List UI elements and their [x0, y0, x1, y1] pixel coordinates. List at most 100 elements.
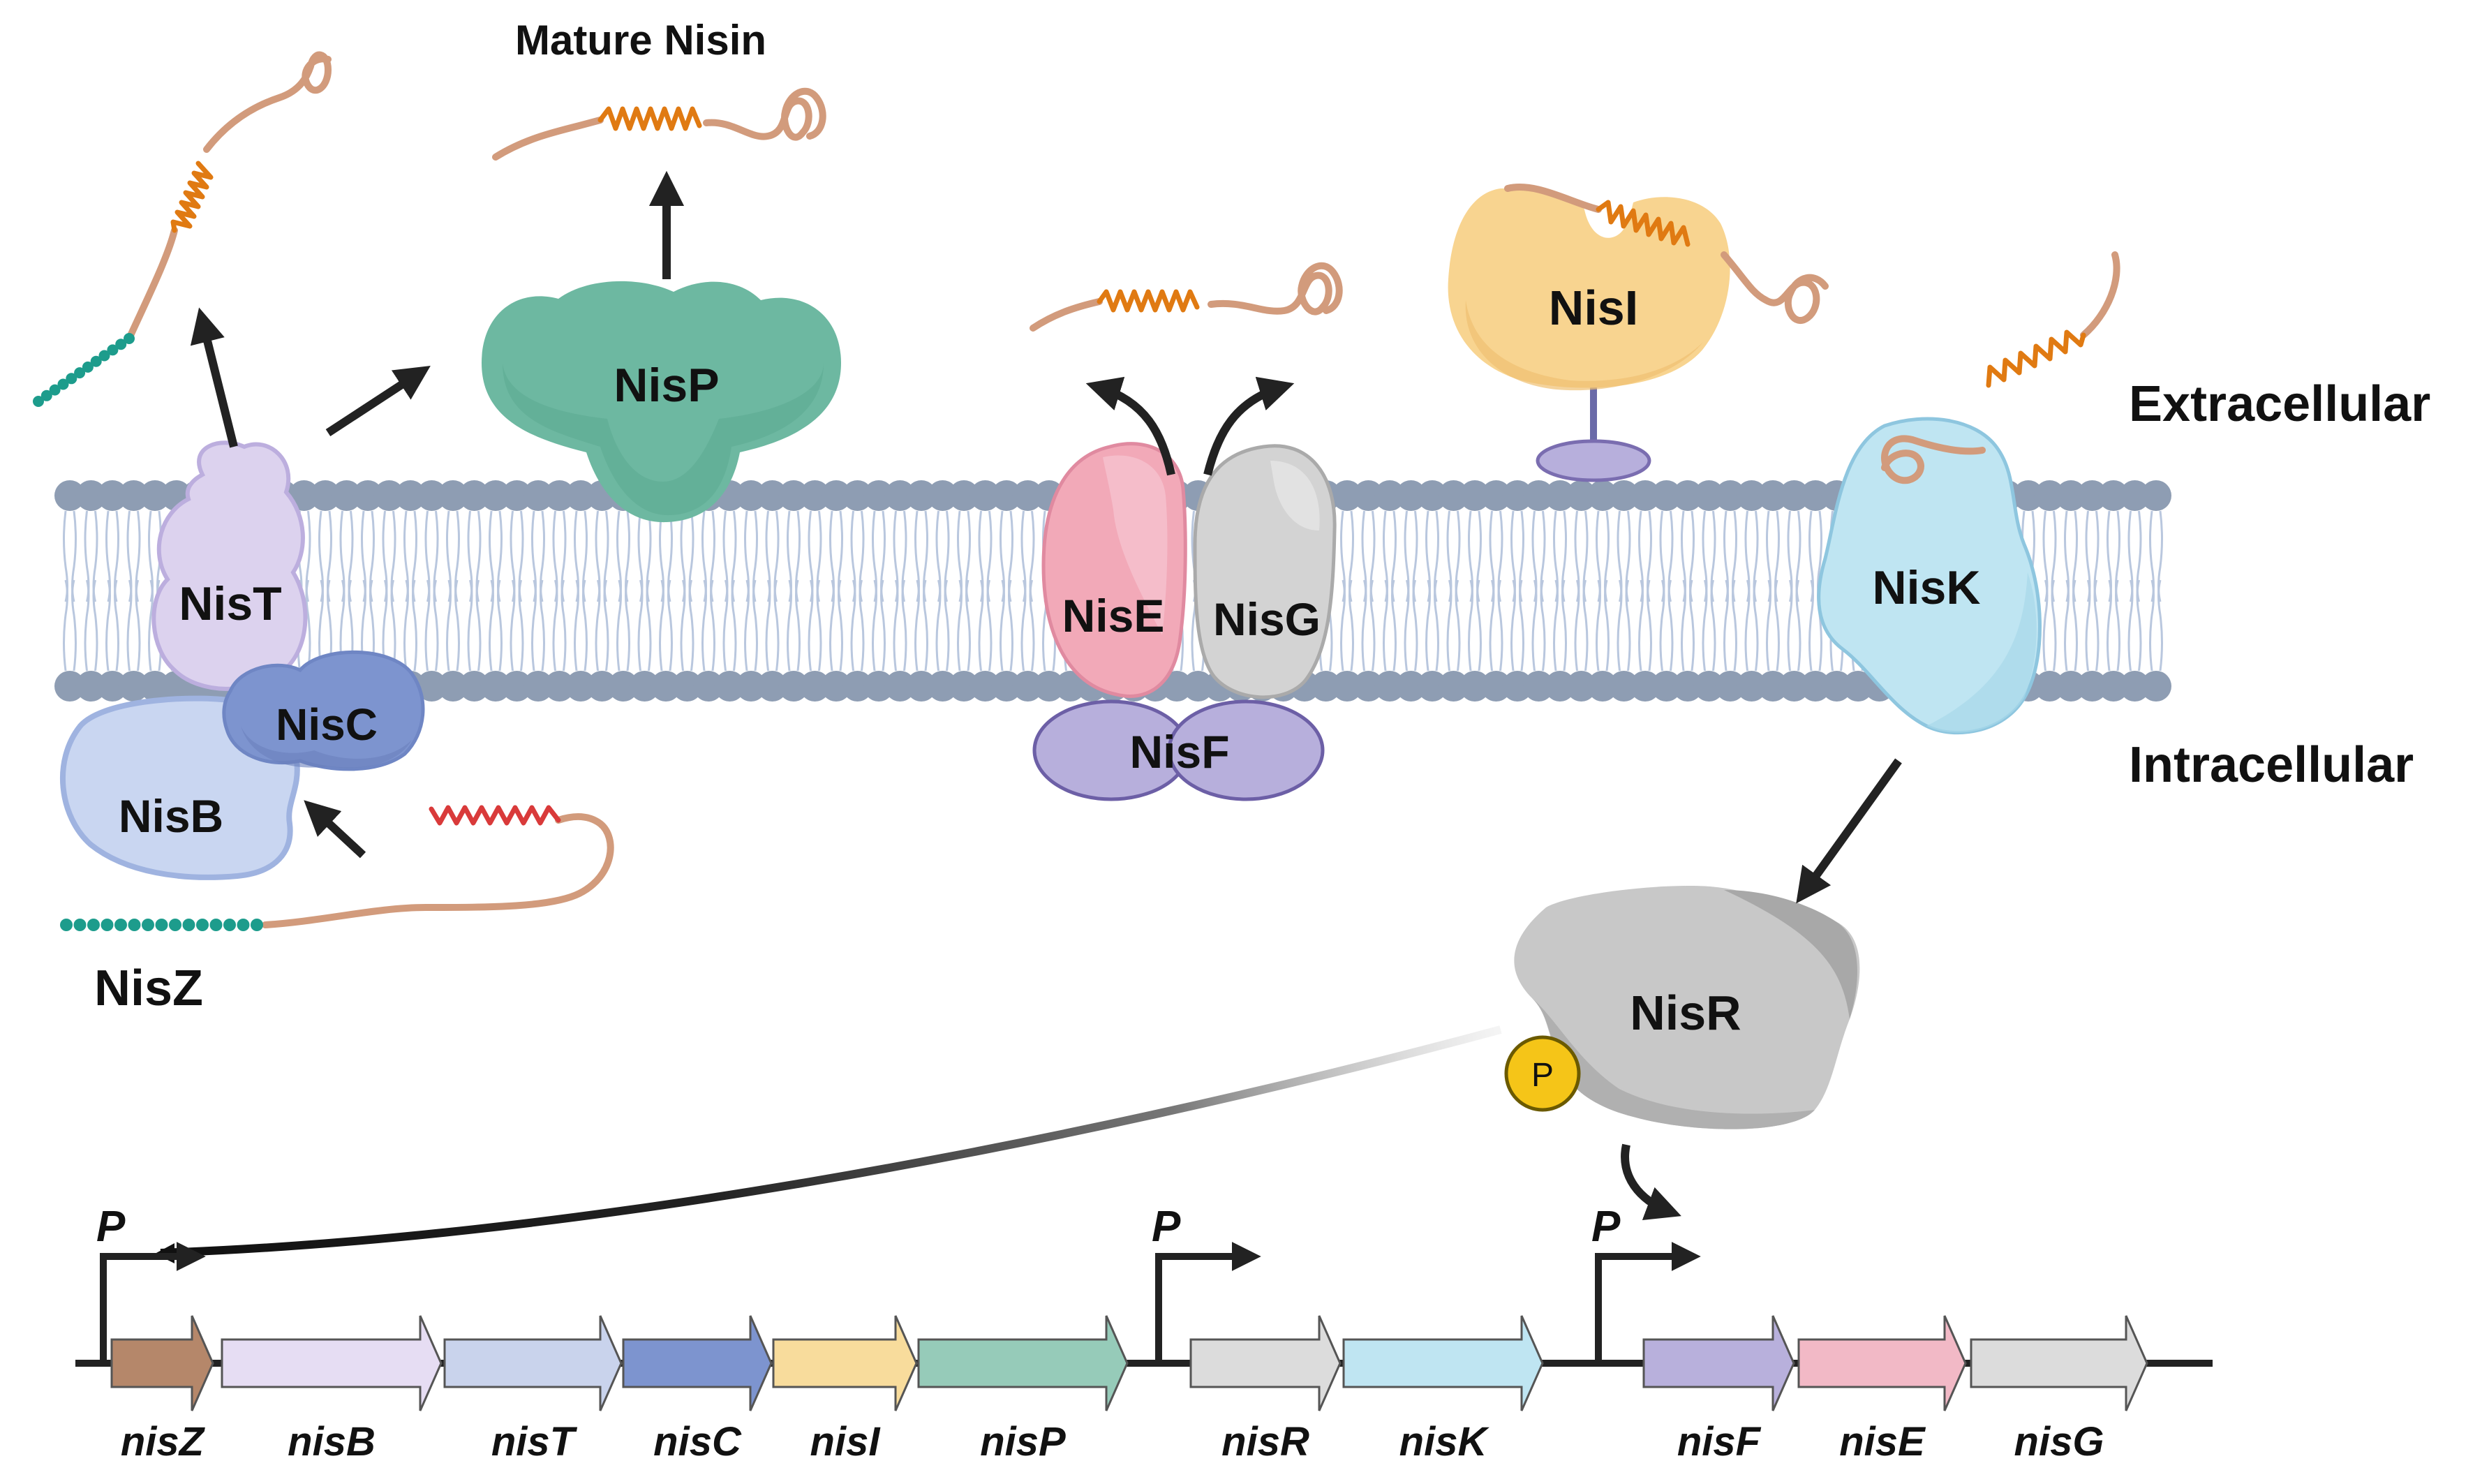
lipid-tail	[787, 579, 792, 671]
lipid-head	[1736, 480, 1767, 511]
lipid-head	[1480, 671, 1512, 702]
leader-bead	[60, 919, 73, 931]
nisR-protein: NisR P	[1504, 886, 1860, 1129]
gene-label-nisT: nisT	[491, 1419, 578, 1464]
lipid-tail	[731, 579, 737, 671]
lipid-head	[544, 480, 575, 511]
phosphate-circle	[1504, 1035, 1581, 1112]
lipid-tail	[1348, 579, 1354, 671]
lipid-tail	[2157, 579, 2163, 671]
leader-bead	[33, 396, 44, 407]
lipid-head	[757, 480, 788, 511]
lipid-head	[1651, 671, 1682, 702]
lipid-head	[416, 671, 447, 702]
lipid-tail	[531, 579, 537, 671]
nisR-label: NisR	[1630, 986, 1741, 1040]
lipid-tail	[667, 579, 673, 671]
lipid-head	[2034, 671, 2065, 702]
lipid-tail	[412, 579, 417, 671]
lipid-head	[1800, 480, 1831, 511]
gene-arrow-nisP	[917, 1315, 1129, 1411]
lipid-tail	[646, 579, 652, 671]
lipid-head	[1034, 671, 1064, 702]
lipid-head	[991, 671, 1022, 702]
lipid-head	[1353, 671, 1384, 702]
lipid-head	[693, 671, 724, 702]
leader-bead	[57, 378, 69, 390]
lipid-tail	[773, 579, 780, 671]
gene-label-nisR: nisR	[1221, 1419, 1309, 1464]
lipid-tail	[1596, 579, 1601, 671]
arrow-nisG-export	[1203, 376, 1295, 476]
lipid-tail	[1659, 579, 1665, 671]
lipid-tail	[1795, 579, 1801, 671]
lipid-tail	[467, 579, 473, 671]
lipid-head	[863, 480, 894, 511]
leader-bead	[87, 919, 100, 931]
lipid-tail	[135, 579, 141, 671]
lipid-head	[54, 480, 85, 511]
lipid-tail	[1766, 579, 1771, 671]
leader-bead	[115, 339, 127, 350]
nisT-label: NisT	[179, 577, 281, 630]
lipid-head	[1758, 671, 1788, 702]
nisI-label: NisI	[1549, 281, 1638, 335]
lipid-tail	[1383, 579, 1388, 671]
lipid-tail	[1582, 579, 1589, 671]
lipid-head	[1843, 671, 1873, 702]
lipid-tail	[1787, 579, 1793, 671]
lipid-head	[1374, 671, 1405, 702]
lipid-head	[1395, 480, 1427, 511]
lipid-head	[1332, 671, 1362, 702]
lipid-tail	[808, 579, 814, 671]
lipid-head	[1012, 671, 1043, 702]
arrow-to-nisP	[325, 365, 431, 437]
lipid-head	[1161, 671, 1192, 702]
lipid-tail	[1574, 579, 1580, 671]
lipid-head	[586, 671, 618, 702]
lipid-tail	[1638, 579, 1644, 671]
lipid-tail	[560, 579, 567, 671]
lipid-tail	[1020, 579, 1027, 671]
gene-label-nisI: nisI	[810, 1419, 882, 1464]
lipid-tail	[1412, 579, 1418, 671]
leader-bead	[49, 384, 61, 396]
lipid-tail	[850, 579, 856, 671]
lipid-head	[1438, 480, 1469, 511]
lipid-tail	[497, 579, 503, 671]
lipid-tail	[475, 579, 482, 671]
lipid-tail	[1000, 579, 1005, 671]
nisF-protein: NisF	[1032, 699, 1325, 801]
lipid-head	[54, 671, 85, 702]
lipid-head	[1821, 671, 1852, 702]
lipid-tail	[71, 579, 77, 671]
nisT-protein: NisT	[151, 440, 308, 691]
lipid-head	[1566, 671, 1597, 702]
lipid-head	[1715, 480, 1746, 511]
lipid-head	[949, 671, 979, 702]
leader-bead	[169, 919, 181, 931]
lipid-head	[2119, 671, 2150, 702]
lipid-head	[1502, 480, 1533, 511]
lipid-head	[821, 671, 852, 702]
lipid-tail	[1425, 579, 1431, 671]
lipid-tail	[1808, 579, 1814, 671]
lipid-tail	[1489, 579, 1495, 671]
lipid-tail	[63, 579, 68, 671]
leader-beads-prenisin	[60, 919, 263, 931]
lipid-tail	[2107, 579, 2112, 671]
lipid-head	[927, 480, 958, 511]
lipid-tail	[701, 579, 707, 671]
lipid-head	[629, 671, 660, 702]
lipid-head	[2076, 671, 2108, 702]
lipid-tail	[2149, 579, 2155, 671]
lipid-tail	[625, 579, 630, 671]
lipid-head	[480, 671, 511, 702]
intracellular-label: Intracellular	[2129, 737, 2414, 793]
leader-bead	[223, 919, 236, 931]
lipid-tail	[1361, 579, 1367, 671]
lipid-head	[480, 480, 511, 511]
arrow-nisR-to-pZ	[160, 1025, 1502, 1257]
nisin-peptide-transporter	[1030, 262, 1343, 332]
